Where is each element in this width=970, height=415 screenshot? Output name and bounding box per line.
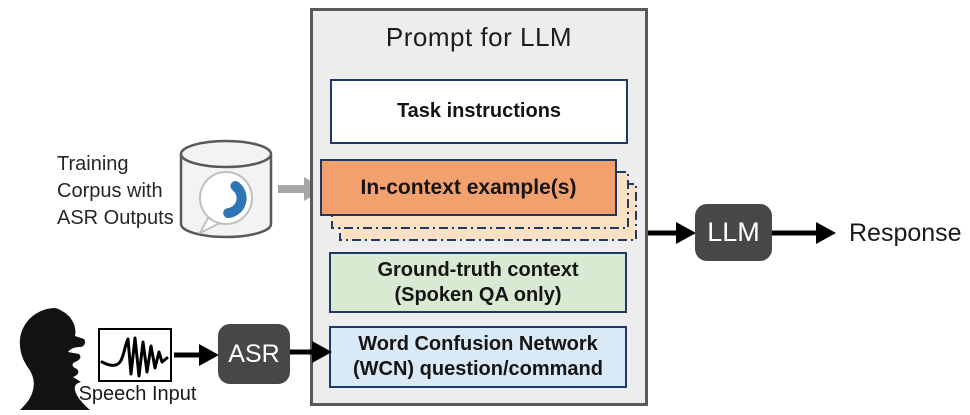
- task-instructions-box: Task instructions: [330, 79, 628, 144]
- asr-box: ASR: [218, 324, 290, 384]
- training-corpus-label: Training Corpus with ASR Outputs: [57, 153, 174, 229]
- wcn-line2: (WCN) question/command: [353, 358, 603, 380]
- llm-box: LLM: [695, 204, 772, 261]
- in-context-examples-label: In-context example(s): [360, 175, 577, 199]
- ground-truth-line2: (Spoken QA only): [394, 283, 562, 306]
- asr-to-prompt-arrow: [290, 341, 332, 363]
- ground-truth-context-box: Ground-truth context (Spoken QA only): [329, 252, 627, 313]
- task-instructions-label: Task instructions: [396, 100, 562, 122]
- prompt-box-title: Prompt for LLM: [385, 22, 573, 52]
- database-icon: [179, 139, 273, 239]
- response-label: Response: [849, 219, 962, 247]
- speech-to-asr-arrow: [174, 344, 219, 366]
- in-context-examples-box: In-context example(s): [320, 159, 617, 216]
- speech-waveform-box: [98, 328, 172, 382]
- prompt-to-llm-arrow: [648, 222, 696, 244]
- ground-truth-line1: Ground-truth context: [377, 258, 579, 281]
- llm-label: LLM: [707, 217, 760, 247]
- wcn-question-box: Word Confusion Network (WCN) question/co…: [329, 326, 627, 388]
- asr-label: ASR: [228, 339, 280, 368]
- speech-input-label: Speech Input: [78, 383, 197, 405]
- wcn-line1: Word Confusion Network: [358, 333, 598, 355]
- speaking-head-icon: [19, 308, 90, 410]
- llm-to-response-arrow: [772, 222, 836, 244]
- phone-bubble-icon: [199, 171, 253, 234]
- waveform-icon: [100, 336, 169, 378]
